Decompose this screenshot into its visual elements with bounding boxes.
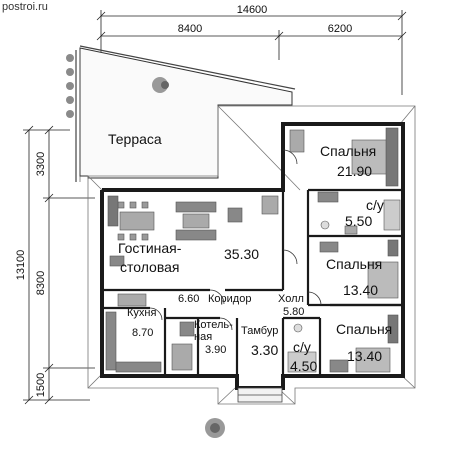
hall-area: 5.80 (283, 306, 304, 318)
dimension-lines (23, 10, 407, 405)
plant-decorations (66, 54, 225, 438)
boiler-area: 3.90 (205, 344, 226, 356)
corridor-area: 6.60 (178, 293, 199, 305)
kitchen-area: 8.70 (132, 327, 153, 339)
site-watermark-label: postroi.ru (2, 1, 48, 13)
dim-depth-top: 3300 (35, 152, 47, 176)
boiler-label-line1: Котель- (194, 319, 233, 331)
bedroom3-label: Спальня (336, 321, 392, 337)
bedroom2-area: 13.40 (343, 282, 378, 298)
bedroom1-area: 21.90 (337, 163, 372, 179)
dim-left-width: 8400 (178, 23, 202, 35)
corridor-label: Коридор (208, 293, 251, 305)
dim-overall-depth: 13100 (15, 250, 27, 281)
bath1-area: 5.50 (345, 213, 372, 229)
furniture (105, 127, 401, 373)
dim-depth-mid: 8300 (35, 271, 47, 295)
boiler-label-line2: ная (194, 331, 212, 343)
bedroom1-label: Спальня (320, 143, 376, 159)
entrance-steps (237, 387, 283, 403)
roof-outline (87, 105, 416, 405)
dim-depth-bottom: 1500 (35, 373, 47, 397)
vestibule-label: Тамбур (241, 325, 278, 337)
bath2-area: 4.50 (290, 358, 317, 374)
interior-walls (102, 188, 403, 376)
kitchen-label: Кухня (127, 307, 156, 319)
terrace (75, 45, 296, 182)
living-label-line2: столовая (120, 259, 180, 275)
bedroom2-label: Спальня (326, 256, 382, 272)
dim-overall-width: 14600 (237, 4, 268, 16)
bath1-label: с/у (366, 197, 384, 213)
bedroom3-area: 13.40 (347, 348, 382, 364)
vestibule-area: 3.30 (251, 342, 278, 358)
living-area: 35.30 (224, 246, 259, 262)
terrace-label: Терраса (108, 131, 162, 147)
bath2-label: с/у (293, 339, 311, 355)
dim-right-width: 6200 (328, 23, 352, 35)
room-labels: Терраса Спальня 21.90 с/у 5.50 Спальня 1… (108, 131, 392, 374)
living-label-line1: Гостиная- (118, 240, 182, 256)
hall-label: Холл (278, 293, 304, 305)
doors (149, 149, 322, 331)
